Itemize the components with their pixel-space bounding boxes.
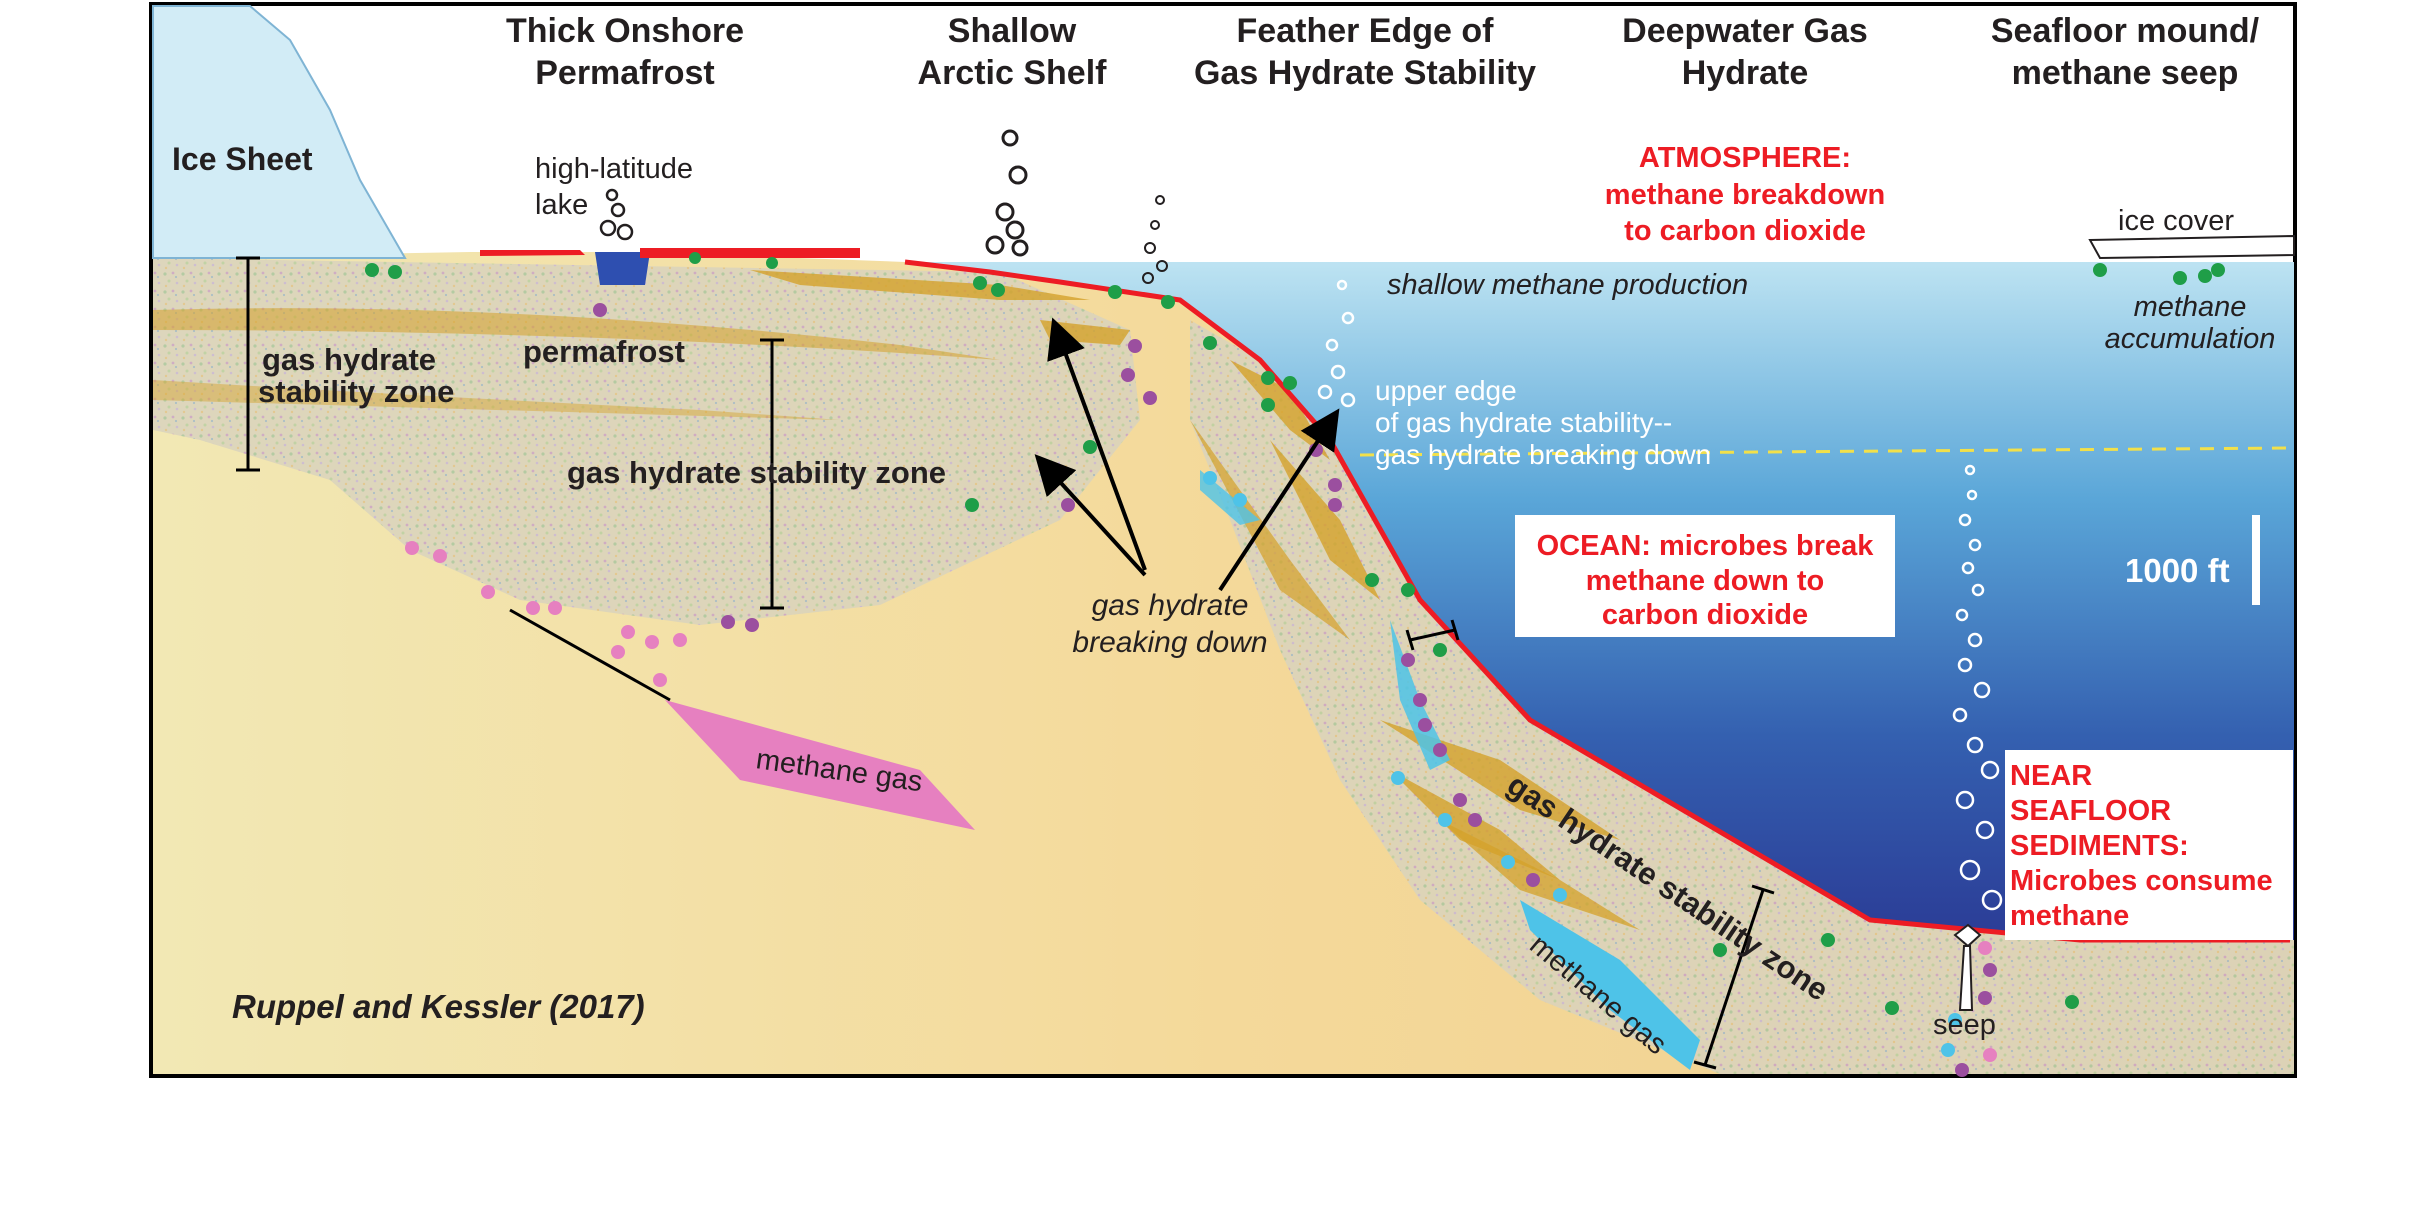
svg-text:gas hydrate: gas hydrate [262,342,436,377]
hydrate-layer [1270,440,1380,600]
header-deepwater-gas-hydrate: Deepwater Gas Hydrate [1622,12,1868,92]
shallow-production-label: shallow methane production [1387,269,1748,301]
hydrate-layer [153,380,840,420]
methane-accumulation-label: methane accumulation [2105,291,2276,355]
surface-red-band [480,248,860,258]
svg-text:Seafloor mound/: Seafloor mound/ [1991,12,2260,50]
svg-text:methane: methane [2134,291,2247,323]
svg-text:to carbon dioxide: to carbon dioxide [1624,215,1866,247]
svg-text:Deepwater Gas: Deepwater Gas [1622,12,1868,50]
svg-text:carbon dioxide: carbon dioxide [1602,599,1808,631]
dots-pink [405,541,1997,1062]
ice-sheet [152,5,407,259]
svg-text:stability zone: stability zone [258,374,454,409]
svg-text:of gas hydrate stability--: of gas hydrate stability-- [1375,407,1672,438]
svg-text:gas hydrate: gas hydrate [1092,589,1249,622]
ghsz-mid-label: gas hydrate stability zone [567,455,946,490]
scale-label: 1000 ft [2125,552,2230,589]
svg-text:upper edge: upper edge [1375,375,1517,406]
breaking-down-label: gas hydrate breaking down [1072,589,1267,659]
svg-text:breaking down: breaking down [1072,626,1267,659]
svg-text:ATMOSPHERE:: ATMOSPHERE: [1639,142,1851,174]
sediments-callout: NEAR SEAFLOOR SEDIMENTS: Microbes consum… [2010,760,2273,932]
ice-cover-label: ice cover [2118,205,2234,237]
seep-mound [1953,923,1982,948]
ghsz-left-label: gas hydrate stability zone [258,342,454,409]
svg-text:Microbes consume: Microbes consume [2010,865,2273,897]
bubbles-seep [1952,464,2003,911]
svg-text:Arctic Shelf: Arctic Shelf [918,54,1108,92]
svg-text:Gas Hydrate Stability: Gas Hydrate Stability [1194,54,1536,92]
svg-text:Thick Onshore: Thick Onshore [506,12,744,50]
dots-green [365,252,2225,1015]
svg-text:Feather Edge of: Feather Edge of [1237,12,1495,50]
svg-text:methane seep: methane seep [2012,54,2239,92]
dots-cyan [1203,471,1962,1057]
bubbles-shelf [985,129,1029,257]
high-latitude-lake [595,252,650,285]
atmosphere-callout: ATMOSPHERE: methane breakdown to carbon … [1605,142,1885,247]
upper-edge-label: upper edge of gas hydrate stability-- ga… [1375,375,1711,470]
svg-text:SEDIMENTS:: SEDIMENTS: [2010,830,2189,862]
svg-text:Permafrost: Permafrost [535,54,715,92]
lake-label: high-latitude lake [535,153,693,221]
bubbles-lake [599,188,634,241]
header-feather-edge: Feather Edge of Gas Hydrate Stability [1194,12,1536,92]
methane-gas-left-body [665,700,975,830]
methane-gas-channel [1200,470,1260,525]
svg-text:OCEAN: microbes break: OCEAN: microbes break [1537,530,1875,562]
arrows [1034,317,1340,592]
bubbles-feather-edge [1317,279,1356,408]
hydrate-layer [750,270,1090,300]
ocean-callout-box [1515,515,1895,637]
svg-text:Shallow: Shallow [948,12,1077,50]
svg-text:NEAR: NEAR [2010,760,2092,792]
header-thick-onshore-permafrost: Thick Onshore Permafrost [506,12,744,92]
seep-label: seep [1933,1009,1996,1041]
svg-text:Hydrate: Hydrate [1682,54,1809,92]
svg-text:gas hydrate breaking down: gas hydrate breaking down [1375,439,1711,470]
svg-text:accumulation: accumulation [2105,323,2276,355]
bubbles-slope [1142,195,1168,284]
seep-conduit [1958,945,1974,1011]
hydrate-layer [153,308,1000,360]
svg-text:lake: lake [535,189,588,221]
header-shallow-arctic-shelf: Shallow Arctic Shelf [918,12,1108,92]
methane-gas-channel [1390,620,1450,770]
citation: Ruppel and Kessler (2017) [232,988,645,1025]
sediments-callout-box [2005,750,2293,940]
upper-edge-dashed-line [1359,446,2295,457]
dots-purple [593,303,1997,1077]
slope-stability-band [1190,320,2294,1074]
hydrate-layer [1440,820,1640,930]
fault-line [509,608,671,702]
methane-gas-slope-body [1520,900,1700,1070]
ice-cover [2088,234,2295,260]
thickness-bars [236,256,1775,1070]
permafrost-label: permafrost [523,334,685,369]
svg-text:high-latitude: high-latitude [535,153,693,185]
svg-text:SEAFLOOR: SEAFLOOR [2010,795,2171,827]
svg-text:methane down to: methane down to [1586,565,1824,597]
svg-text:methane: methane [2010,900,2129,932]
scale-bar [2252,515,2260,605]
header-seafloor-mound: Seafloor mound/ methane seep [1991,12,2260,92]
ice-sheet-label: Ice Sheet [172,141,313,177]
ocean-callout: OCEAN: microbes break methane down to ca… [1537,530,1875,631]
svg-text:methane breakdown: methane breakdown [1605,179,1885,211]
